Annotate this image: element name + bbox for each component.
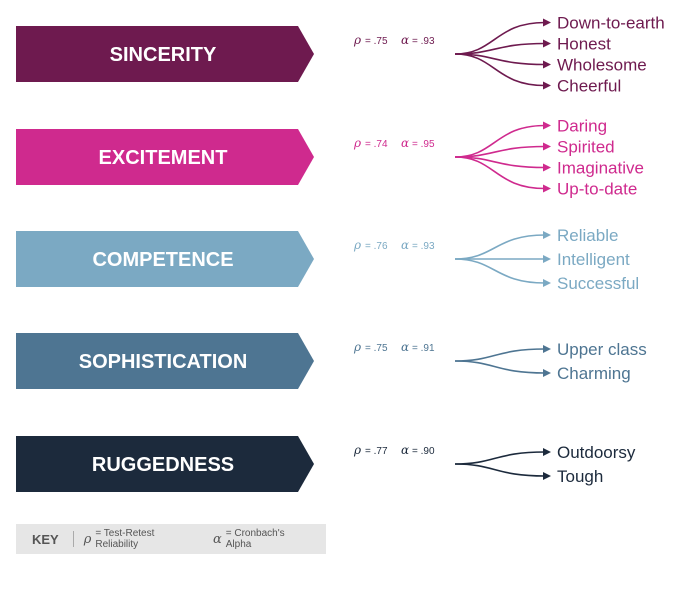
facet-connector <box>454 451 546 465</box>
dimension-band <box>16 129 314 185</box>
dimension-group: EXCITEMENT ρ = .74 α= .95 DaringSpiritedImag… <box>16 117 644 199</box>
arrowhead-icon <box>543 18 551 27</box>
rho-value: = .76 <box>365 241 388 252</box>
dimension-group: SOPHISTICATION ρ = .75 α= .91 Upper classCha… <box>16 333 647 389</box>
arrowhead-icon <box>543 39 551 48</box>
dimension-group: SINCERITY ρ = .75 α= .93 Down-to-earthHonest… <box>16 14 665 96</box>
alpha-value: = .91 <box>412 343 435 354</box>
dimension-band <box>16 436 314 492</box>
key-title: KEY <box>32 531 59 547</box>
dimension-band <box>16 26 314 82</box>
key-legend: KEY ρ = Test-Retest Reliability α = Cron… <box>16 524 326 554</box>
arrowhead-icon <box>543 163 551 172</box>
facet-label: Reliable <box>557 226 618 245</box>
alpha-value: = .93 <box>412 36 435 47</box>
alpha-symbol: α <box>401 443 409 457</box>
rho-symbol: ρ <box>353 443 361 457</box>
facet-label: Intelligent <box>557 250 630 269</box>
rho-value: = .77 <box>365 446 388 457</box>
arrowhead-icon <box>543 60 551 69</box>
arrowhead-icon <box>543 121 551 130</box>
arrowhead-icon <box>543 472 551 480</box>
facet-label: Imaginative <box>557 159 644 178</box>
dimension-label: EXCITEMENT <box>99 147 228 169</box>
alpha-value: = .93 <box>412 241 435 252</box>
rho-symbol: ρ <box>353 33 361 47</box>
alpha-symbol: α <box>401 136 409 150</box>
rho-symbol: ρ <box>353 340 361 354</box>
arrowhead-icon <box>543 345 551 353</box>
dimension-label: COMPETENCE <box>92 249 233 271</box>
key-rho-symbol: ρ <box>83 531 92 547</box>
arrowhead-icon <box>543 81 551 90</box>
facet-label: Daring <box>557 117 607 136</box>
key-rho-description: = Test-Retest Reliability <box>95 528 155 550</box>
facet-label: Charming <box>557 364 631 383</box>
rho-value: = .75 <box>365 36 388 47</box>
facet-label: Upper class <box>557 340 647 359</box>
alpha-value: = .90 <box>412 446 435 457</box>
arrowhead-icon <box>543 448 551 456</box>
dimension-band <box>16 231 314 287</box>
facet-label: Successful <box>557 274 639 293</box>
arrowhead-icon <box>543 184 551 193</box>
facet-label: Up-to-date <box>557 180 637 199</box>
arrowhead-icon <box>543 369 551 377</box>
rho-value: = .75 <box>365 343 388 354</box>
facet-label: Down-to-earth <box>557 14 665 33</box>
dimension-label: SINCERITY <box>110 44 217 66</box>
facet-label: Honest <box>557 35 611 54</box>
facet-connector <box>454 21 546 55</box>
alpha-symbol: α <box>401 238 409 252</box>
facet-connector <box>454 124 546 158</box>
facet-connector <box>454 156 546 190</box>
alpha-symbol: α <box>401 340 409 354</box>
key-divider <box>72 531 74 547</box>
arrowhead-icon <box>543 231 551 239</box>
key-alpha-symbol: α <box>212 531 222 547</box>
dimension-label: SOPHISTICATION <box>79 351 248 373</box>
facet-label: Cheerful <box>557 77 621 96</box>
facet-label: Tough <box>557 467 603 486</box>
facet-connector <box>454 360 546 374</box>
facet-label: Outdoorsy <box>557 443 636 462</box>
alpha-symbol: α <box>401 33 409 47</box>
facet-label: Spirited <box>557 138 615 157</box>
facet-connector <box>454 258 546 284</box>
alpha-value: = .95 <box>412 139 435 150</box>
arrowhead-icon <box>543 279 551 287</box>
dimension-group: COMPETENCE ρ = .76 α= .93 ReliableIntelligen… <box>16 226 639 293</box>
rho-value: = .74 <box>365 139 388 150</box>
dimension-band <box>16 333 314 389</box>
rho-symbol: ρ <box>353 136 361 150</box>
facet-label: Wholesome <box>557 56 647 75</box>
facet-connector <box>454 348 546 362</box>
dimension-label: RUGGEDNESS <box>92 454 234 476</box>
facet-connector <box>454 463 546 477</box>
key-alpha-description: = Cronbach's Alpha <box>225 528 285 550</box>
rho-symbol: ρ <box>353 238 361 252</box>
facet-connector <box>454 53 546 87</box>
arrowhead-icon <box>543 142 551 151</box>
arrowhead-icon <box>543 255 551 263</box>
facet-connector <box>454 234 546 260</box>
